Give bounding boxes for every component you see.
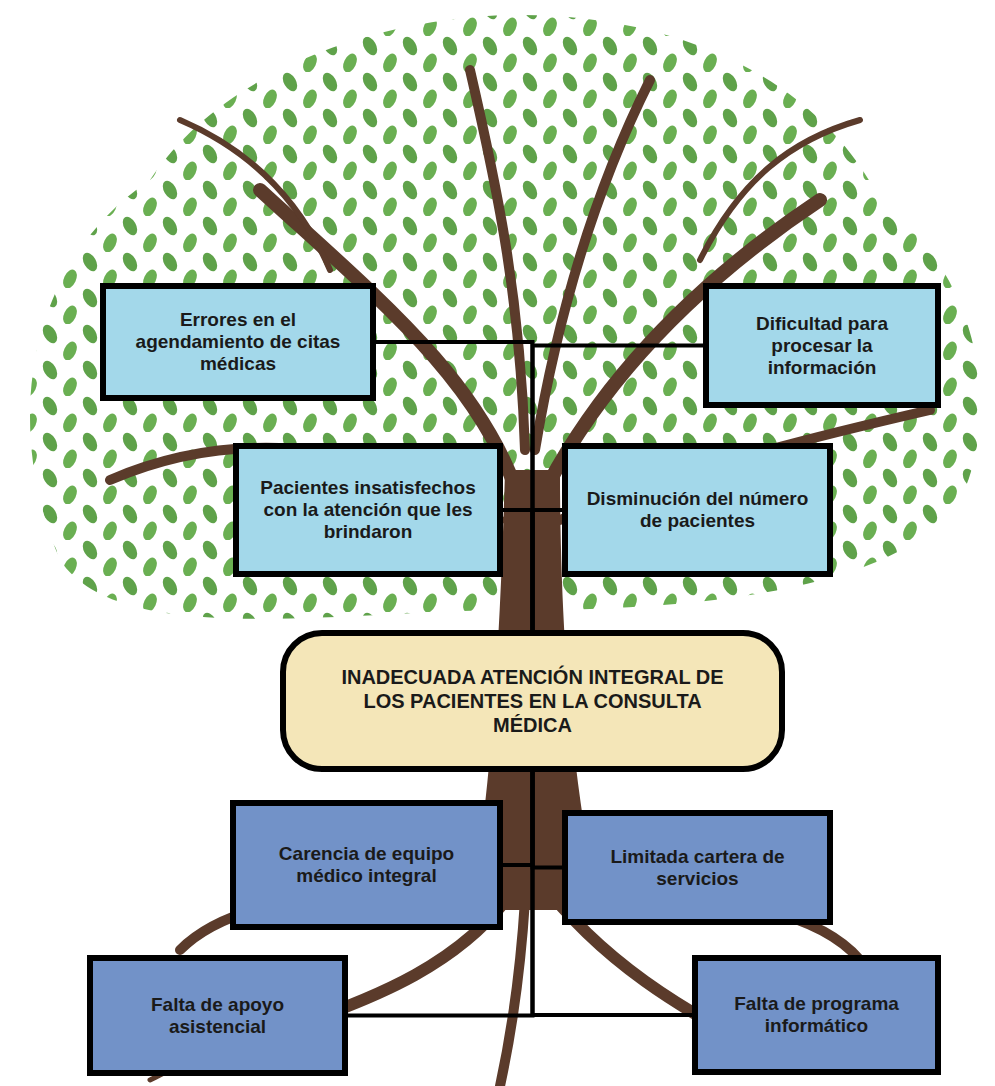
effect-box: Dificultad para procesar la información — [703, 283, 941, 408]
box-label: Dificultad para procesar la información — [719, 313, 925, 379]
text-group: Dificultad para procesar la información — [719, 313, 925, 379]
box-label: INADECUADA ATENCIÓN INTEGRAL DE LOS PACI… — [338, 665, 728, 737]
box-label: Falta de apoyo asistencial — [103, 994, 332, 1038]
box-label: Disminución del número de pacientes — [578, 488, 817, 532]
text-group: Errores en el agendamiento de citas médi… — [116, 309, 360, 375]
box-label: Errores en el agendamiento de citas médi… — [116, 309, 360, 375]
tree-connector — [533, 510, 563, 630]
core-problem-box: INADECUADA ATENCIÓN INTEGRAL DE LOS PACI… — [280, 630, 785, 772]
box-label: Carencia de equipo médico integral — [246, 843, 487, 887]
text-group: Limitada cartera de servicios — [578, 846, 817, 890]
cause-box: Falta de programa informático — [692, 955, 941, 1075]
effect-box: Pacientes insatisfechos con la atención … — [233, 443, 503, 577]
text-group: Carencia de equipo médico integral — [246, 843, 487, 887]
effect-box: Disminución del número de pacientes — [562, 443, 833, 577]
text-group: INADECUADA ATENCIÓN INTEGRAL DE LOS PACI… — [338, 665, 728, 737]
box-label: Falta de programa informático — [708, 993, 925, 1037]
text-group: Disminución del número de pacientes — [578, 488, 817, 532]
cause-box: Falta de apoyo asistencial — [87, 955, 348, 1076]
effect-box: Errores en el agendamiento de citas médi… — [100, 283, 376, 401]
cause-box: Limitada cartera de servicios — [562, 810, 833, 925]
text-group: Pacientes insatisfechos con la atención … — [249, 477, 487, 543]
tree-connector — [503, 510, 533, 630]
box-label: Pacientes insatisfechos con la atención … — [249, 477, 487, 543]
box-label: Limitada cartera de servicios — [578, 846, 817, 890]
cause-box: Carencia de equipo médico integral — [230, 800, 503, 930]
text-group: Falta de apoyo asistencial — [103, 994, 332, 1038]
tree-connector — [503, 772, 533, 865]
text-group: Falta de programa informático — [708, 993, 925, 1037]
tree-connector — [533, 772, 563, 868]
